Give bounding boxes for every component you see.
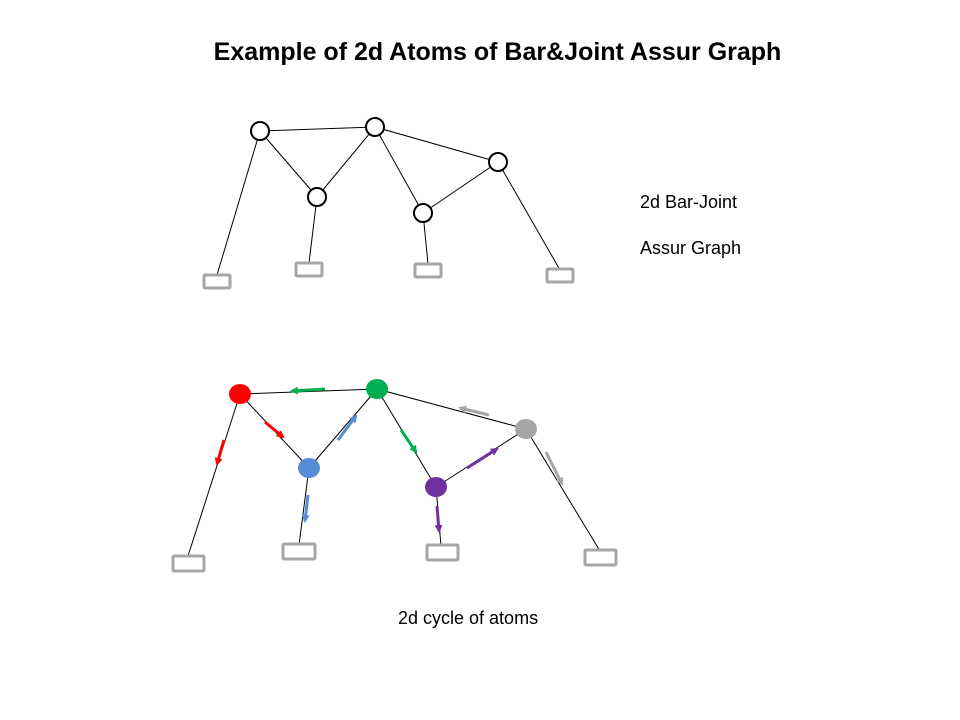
green-arrow [290,386,326,395]
joint [365,117,385,137]
bottom-graph-arrows [214,386,564,533]
bar [298,467,310,546]
ground-support [202,273,232,290]
top-graph-bars [216,126,561,276]
joint [307,187,327,207]
top-graph-joints [250,117,508,223]
bar-joint-label-line2: Assur Graph [640,238,742,258]
ground-support [545,267,575,284]
ground-support [425,543,460,562]
bar [308,196,318,264]
purple-arrow [466,447,499,470]
ground-support [281,542,317,561]
ground-support [413,262,443,279]
bar [374,126,499,163]
bottom-graph-bars [187,388,601,557]
purple-atom [425,477,447,497]
joint [250,121,270,141]
joint [413,203,433,223]
ground-support [294,261,324,278]
cycle-of-atoms-label: 2d cycle of atoms [398,608,539,628]
green-atom [366,379,388,399]
gray-atom [515,419,537,439]
gray-arrow [458,405,490,417]
green-arrow [399,429,418,454]
blue-arrow [336,414,358,441]
diagram-title: Example of 2d Atoms of Bar&Joint Assur G… [213,38,782,66]
bar [308,388,378,469]
bottom-graph-grounds [171,542,618,573]
joint [488,152,508,172]
bar [259,126,376,132]
bar [525,428,601,552]
ground-support [171,554,206,573]
bar [374,126,424,214]
red-arrow [264,420,285,439]
red-arrow [214,439,226,466]
blue-arrow [301,494,310,523]
ground-support [583,548,618,567]
bar [187,393,241,557]
blue-atom [298,458,320,478]
bar [259,130,318,198]
bar [316,126,376,198]
bar [422,161,499,214]
gray-arrow [544,451,564,486]
top-graph-grounds [202,261,575,290]
bottom-graph-atoms [229,379,537,497]
bar [216,130,261,276]
red-atom [229,384,251,404]
bar-joint-label-line1: 2d Bar-Joint [640,192,738,212]
purple-arrow [434,505,443,533]
bar [497,161,561,271]
bar [376,388,527,430]
